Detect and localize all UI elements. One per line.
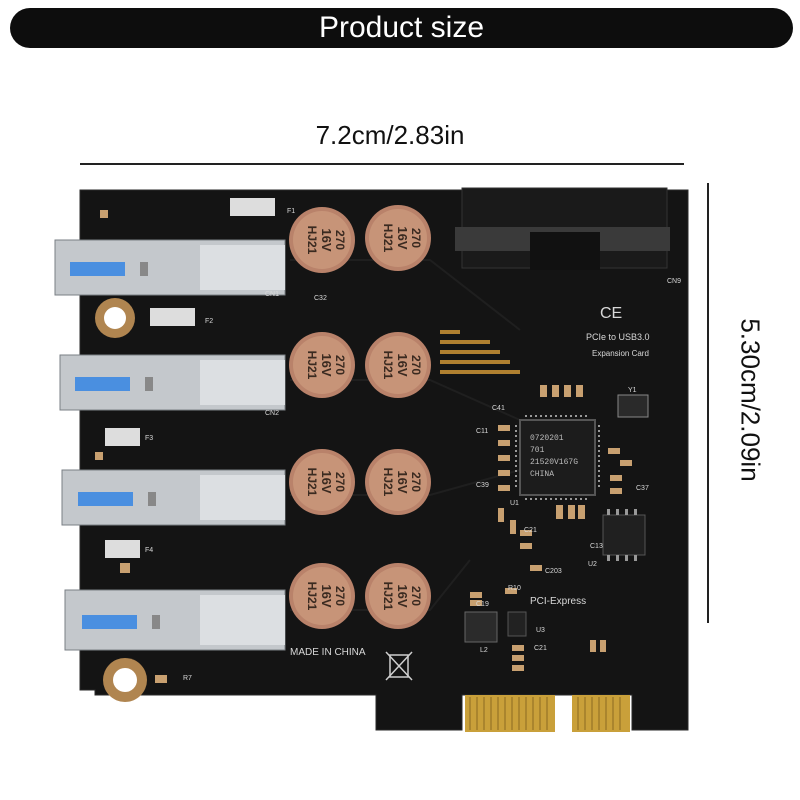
svg-text:HJ21: HJ21 [381, 582, 395, 611]
capacitor [365, 563, 431, 629]
svg-text:HJ21: HJ21 [305, 226, 319, 255]
svg-text:C19: C19 [476, 601, 489, 608]
svg-text:F2: F2 [205, 318, 213, 325]
height-dimension-line [707, 183, 709, 623]
regulator-u3 [507, 611, 527, 637]
chip-text: 21520V167G [530, 458, 578, 467]
svg-text:C203: C203 [545, 568, 562, 575]
gold-pads [440, 330, 520, 374]
svg-text:C41: C41 [492, 405, 505, 412]
svg-text:270: 270 [409, 355, 423, 375]
svg-text:HJ21: HJ21 [305, 468, 319, 497]
svg-text:C13: C13 [590, 543, 603, 550]
svg-text:CN1: CN1 [265, 291, 279, 298]
svg-text:R7: R7 [183, 675, 192, 682]
svg-text:C37: C37 [636, 485, 649, 492]
title-banner: Product size [10, 8, 793, 48]
brand-line1: PCIe to USB3.0 [586, 332, 650, 342]
svg-text:HJ21: HJ21 [381, 468, 395, 497]
cap-marking: 16V [319, 470, 334, 493]
chip-text: 0720201 [530, 434, 564, 443]
svg-text:HJ21: HJ21 [381, 351, 395, 380]
width-dimension-line [80, 163, 684, 165]
cap-marking: 16V [319, 584, 334, 607]
interface-label: PCI-Express [530, 596, 586, 607]
made-in-label: MADE IN CHINA [290, 647, 366, 658]
brand-line2: Expansion Card [592, 349, 649, 358]
cap-marking: 16V [395, 470, 410, 493]
svg-text:Y1: Y1 [628, 387, 637, 394]
cap-marking: 16V [395, 226, 410, 249]
svg-text:U3: U3 [536, 627, 545, 634]
svg-text:CN2: CN2 [265, 410, 279, 417]
fuse-f3 [105, 428, 140, 446]
secondary-chip [602, 509, 646, 561]
svg-text:HJ21: HJ21 [305, 351, 319, 380]
svg-text:F4: F4 [145, 547, 153, 554]
usb-port-1 [54, 239, 286, 296]
svg-text:C21: C21 [524, 527, 537, 534]
capacitor [289, 449, 355, 515]
capacitor [365, 332, 431, 398]
svg-text:270: 270 [333, 355, 347, 375]
cap-marking: 16V [319, 353, 334, 376]
capacitors [289, 205, 431, 629]
cap-marking: 16V [319, 228, 334, 251]
usb-port-4 [64, 589, 286, 651]
svg-text:C32: C32 [314, 295, 327, 302]
width-dimension-label: 7.2cm/2.83in [315, 120, 465, 150]
capacitor [289, 332, 355, 398]
svg-text:R10: R10 [508, 585, 521, 592]
svg-text:270: 270 [409, 472, 423, 492]
capacitor [289, 207, 355, 273]
cap-marking: 16V [395, 584, 410, 607]
inductor-l2 [464, 611, 498, 643]
svg-text:U1: U1 [510, 500, 519, 507]
svg-text:270: 270 [333, 586, 347, 606]
fuse-f1 [230, 198, 275, 216]
fuse-f4 [105, 540, 140, 558]
svg-text:F3: F3 [145, 435, 153, 442]
usb-port-2 [59, 354, 286, 411]
svg-text:270: 270 [409, 586, 423, 606]
fuse-f2 [150, 308, 195, 326]
svg-text:C21: C21 [534, 645, 547, 652]
svg-text:270: 270 [333, 472, 347, 492]
usb-port-3 [61, 469, 286, 526]
capacitor [365, 205, 431, 271]
power-connector [455, 187, 670, 270]
cap-marking: 16V [395, 353, 410, 376]
svg-text:F1: F1 [287, 208, 295, 215]
svg-text:CN9: CN9 [667, 278, 681, 285]
svg-text:C11: C11 [476, 428, 488, 435]
ce-mark: CE [600, 305, 622, 322]
svg-text:C39: C39 [476, 482, 489, 489]
mounting-holes [95, 298, 147, 702]
capacitor [289, 563, 355, 629]
gold-edge-connector [465, 695, 630, 732]
svg-text:HJ21: HJ21 [305, 582, 319, 611]
weee-icon [385, 651, 413, 681]
svg-text:U2: U2 [588, 561, 597, 568]
svg-text:L2: L2 [480, 647, 488, 654]
svg-text:270: 270 [409, 228, 423, 248]
usb-controller-chip: 0720201 701 21520V167G CHINA [515, 415, 600, 500]
svg-text:270: 270 [333, 230, 347, 250]
svg-text:HJ21: HJ21 [381, 224, 395, 253]
chip-text: CHINA [530, 470, 554, 479]
capacitor [365, 449, 431, 515]
chip-text: 701 [530, 446, 545, 455]
banner-title: Product size [318, 11, 485, 44]
crystal-y1 [617, 394, 649, 418]
